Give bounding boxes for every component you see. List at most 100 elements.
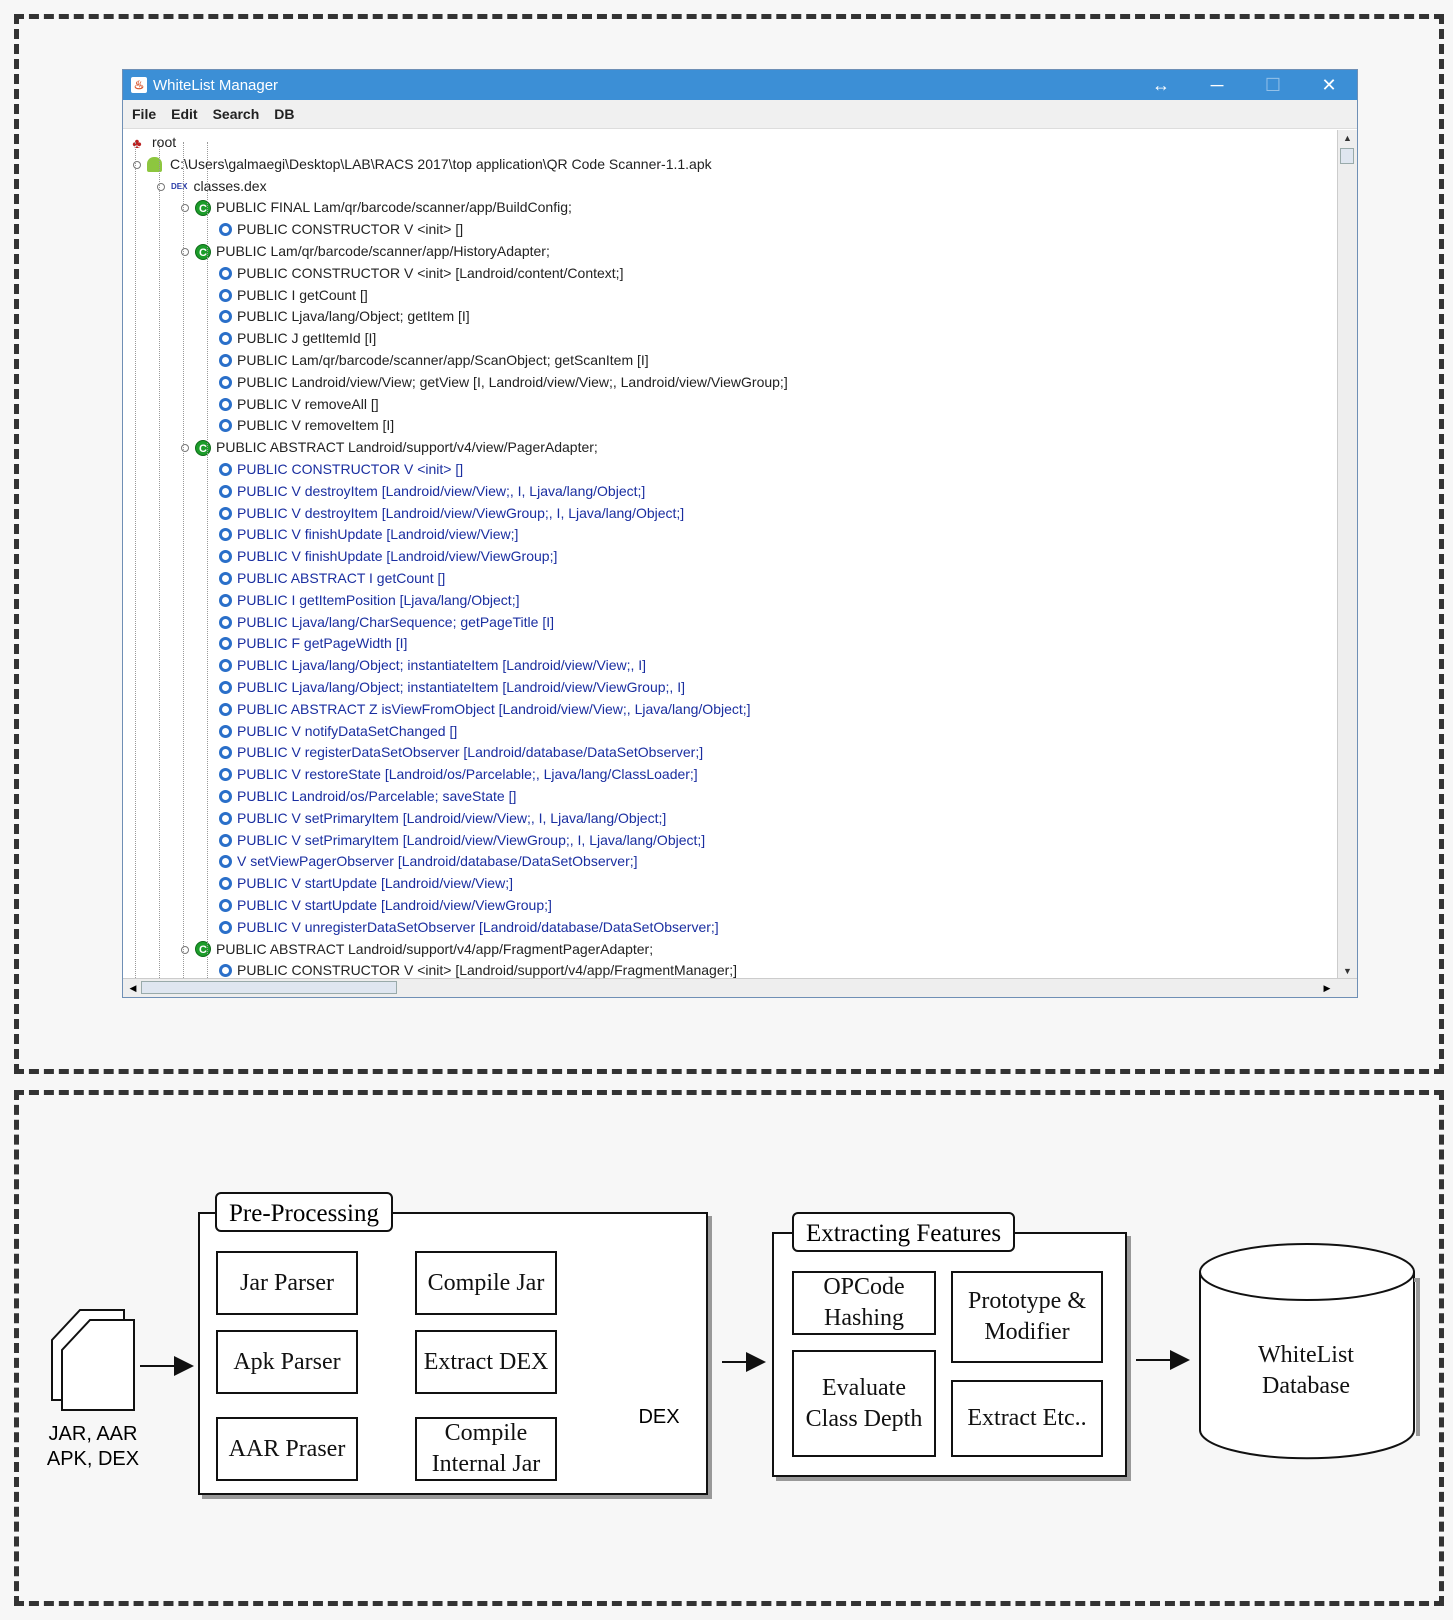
input-label-line2: APK, DEX (46, 1448, 140, 1470)
tree-node[interactable]: PUBLIC V startUpdate [Landroid/view/View… (219, 873, 513, 894)
expand-toggle-icon[interactable] (133, 160, 141, 169)
tree-node[interactable]: PUBLIC V notifyDataSetChanged [] (219, 721, 457, 742)
tree-node[interactable]: PUBLIC V removeItem [I] (219, 415, 394, 436)
tree-node[interactable]: PUBLIC CONSTRUCTOR V <init> [] (219, 219, 463, 240)
tree-guide-line (159, 142, 160, 979)
tree-node-label: PUBLIC I getCount [] (237, 286, 368, 303)
apk-parser-box: Apk Parser (216, 1330, 358, 1394)
tree-node[interactable]: PUBLIC V destroyItem [Landroid/view/View… (219, 481, 645, 502)
scroll-left-icon[interactable]: ◀ (129, 983, 137, 993)
tree-node-label: PUBLIC V removeAll [] (237, 395, 379, 412)
tree-node-label: PUBLIC CONSTRUCTOR V <init> [] (237, 221, 464, 238)
tree-node[interactable]: PUBLIC Landroid/view/View; getView [I, L… (219, 372, 788, 393)
method-icon (219, 484, 232, 498)
scroll-right-icon[interactable]: ▶ (1323, 983, 1331, 993)
tree-node-label: PUBLIC ABSTRACT I getCount [] (237, 570, 446, 586)
jar-parser-box: Jar Parser (216, 1251, 358, 1315)
method-icon (219, 528, 232, 542)
tree-node[interactable]: PUBLIC Ljava/lang/CharSequence; getPageT… (219, 612, 554, 633)
tree-node-label: PUBLIC V startUpdate [Landroid/view/View… (237, 897, 552, 913)
tree-node[interactable]: PUBLIC V finishUpdate [Landroid/view/Vie… (219, 524, 518, 545)
method-icon (219, 288, 232, 302)
expand-toggle-icon[interactable] (181, 248, 189, 256)
tree-node[interactable]: PUBLIC V destroyItem [Landroid/view/View… (219, 503, 684, 524)
menu-db[interactable]: DB (274, 106, 295, 122)
input-files-label: JAR, AAR APK, DEX (34, 1422, 152, 1472)
compile-internal-jar-box: Compile Internal Jar (415, 1417, 557, 1481)
aar-parser-box: AAR Praser (216, 1417, 358, 1481)
close-button[interactable]: ✕ (1321, 74, 1337, 95)
tree-node[interactable]: PUBLIC CONSTRUCTOR V <init> [Landroid/co… (219, 263, 623, 284)
tree-node-label: PUBLIC ABSTRACT Landroid/support/v4/app/… (216, 940, 654, 957)
method-icon (219, 506, 232, 520)
tree-node[interactable]: PUBLIC CONSTRUCTOR V <init> [] (219, 459, 463, 480)
extract-etc-box: Extract Etc.. (951, 1380, 1103, 1457)
horizontal-scroll-thumb[interactable] (141, 981, 397, 994)
tree-node-label: PUBLIC V setPrimaryItem [Landroid/view/V… (237, 809, 667, 826)
tree-node-label: PUBLIC V setPrimaryItem [Landroid/view/V… (237, 831, 706, 848)
tree-node[interactable]: PUBLIC I getItemPosition [Ljava/lang/Obj… (219, 590, 519, 611)
menu-search[interactable]: Search (212, 106, 260, 122)
tree-node-label: PUBLIC CONSTRUCTOR V <init> [Landroid/co… (237, 264, 624, 281)
tree-node[interactable]: PUBLIC V registerDataSetObserver [Landro… (219, 742, 703, 763)
minimize-button[interactable]: ─ (1210, 74, 1224, 95)
method-icon (219, 790, 232, 803)
vertical-scrollbar[interactable]: ▲ ▼ (1337, 130, 1357, 979)
method-icon (219, 593, 232, 607)
tree-node-label: PUBLIC V restoreState [Landroid/os/Parce… (237, 766, 698, 783)
tree-node-label: PUBLIC CONSTRUCTOR V <init> [] (237, 461, 464, 477)
whitelist-manager-window: ♨ WhiteList Manager ↔ ─ ☐ ✕ File Edit Se… (122, 69, 1358, 998)
tree-node[interactable]: PUBLIC Lam/qr/barcode/scanner/app/ScanOb… (219, 350, 649, 371)
expand-toggle-icon[interactable] (157, 182, 165, 191)
tree-node[interactable]: PUBLIC V setPrimaryItem [Landroid/view/V… (219, 830, 705, 851)
tree-guide-line (183, 142, 184, 979)
tree-node-label: PUBLIC ABSTRACT Landroid/support/v4/view… (216, 439, 598, 456)
vertical-scroll-thumb[interactable] (1340, 148, 1354, 164)
tree-node-label: PUBLIC Lam/qr/barcode/scanner/app/ScanOb… (237, 352, 649, 368)
tree-node[interactable]: PUBLIC I getCount [] (219, 285, 368, 306)
tree-node[interactable]: PUBLIC CONSTRUCTOR V <init> [Landroid/su… (219, 960, 737, 979)
tree-node[interactable]: PUBLIC V startUpdate [Landroid/view/View… (219, 895, 552, 916)
tree-node[interactable]: PUBLIC Landroid/os/Parcelable; saveState… (219, 786, 516, 807)
tree-node[interactable]: ♣root (129, 132, 176, 153)
tree-node[interactable]: PUBLIC V finishUpdate [Landroid/view/Vie… (219, 546, 557, 567)
tree-node[interactable]: PUBLIC Ljava/lang/Object; getItem [I] (219, 306, 470, 327)
tree-node[interactable]: PUBLIC Ljava/lang/Object; instantiateIte… (219, 677, 685, 698)
method-icon (219, 855, 232, 869)
preprocessing-title: Pre-Processing (215, 1192, 393, 1232)
method-icon (219, 877, 232, 891)
horizontal-scrollbar[interactable]: ◀ ▶ (123, 978, 1357, 997)
tree-node[interactable]: PUBLIC J getItemId [I] (219, 328, 376, 349)
scroll-down-icon[interactable]: ▼ (1343, 966, 1352, 976)
tree-node[interactable]: PUBLIC V removeAll [] (219, 394, 379, 415)
expand-toggle-icon[interactable] (181, 204, 189, 213)
bottom-section-frame (14, 1090, 1444, 1606)
tree-node-label: PUBLIC V notifyDataSetChanged [] (237, 722, 458, 739)
tree-node[interactable]: PUBLIC V restoreState [Landroid/os/Parce… (219, 764, 698, 785)
resize-icon[interactable]: ↔ (1152, 74, 1170, 95)
tree-node[interactable]: PUBLIC ABSTRACT I getCount [] (219, 568, 445, 589)
tree-node[interactable]: PUBLIC V unregisterDataSetObserver [Land… (219, 917, 719, 938)
scroll-up-icon[interactable]: ▲ (1343, 133, 1352, 143)
tree-node[interactable]: PUBLIC V setPrimaryItem [Landroid/view/V… (219, 808, 666, 829)
expand-toggle-icon[interactable] (181, 945, 189, 954)
tree-node-label: PUBLIC ABSTRACT Z isViewFromObject [Land… (237, 700, 751, 717)
menu-file[interactable]: File (132, 106, 157, 122)
tree-node-label: PUBLIC Ljava/lang/CharSequence; getPageT… (237, 613, 555, 630)
tree-node[interactable]: PUBLIC F getPageWidth [I] (219, 633, 407, 654)
tree-node-label: PUBLIC Lam/qr/barcode/scanner/app/Histor… (216, 243, 550, 259)
tree-node[interactable]: PUBLIC ABSTRACT Z isViewFromObject [Land… (219, 699, 751, 720)
tree-node[interactable]: PUBLIC Ljava/lang/Object; instantiateIte… (219, 655, 646, 676)
tree-node[interactable]: V setViewPagerObserver [Landroid/databas… (219, 851, 638, 872)
expand-toggle-icon[interactable] (181, 444, 189, 453)
method-icon (219, 811, 232, 825)
method-icon (219, 397, 232, 411)
tree-node[interactable]: C:\Users\galmaegi\Desktop\LAB\RACS 2017\… (147, 154, 712, 175)
method-icon (219, 746, 232, 760)
method-icon (219, 375, 232, 389)
tree-node-label: PUBLIC J getItemId [I] (237, 330, 377, 347)
maximize-button[interactable]: ☐ (1264, 74, 1282, 95)
menu-edit[interactable]: Edit (171, 106, 198, 122)
